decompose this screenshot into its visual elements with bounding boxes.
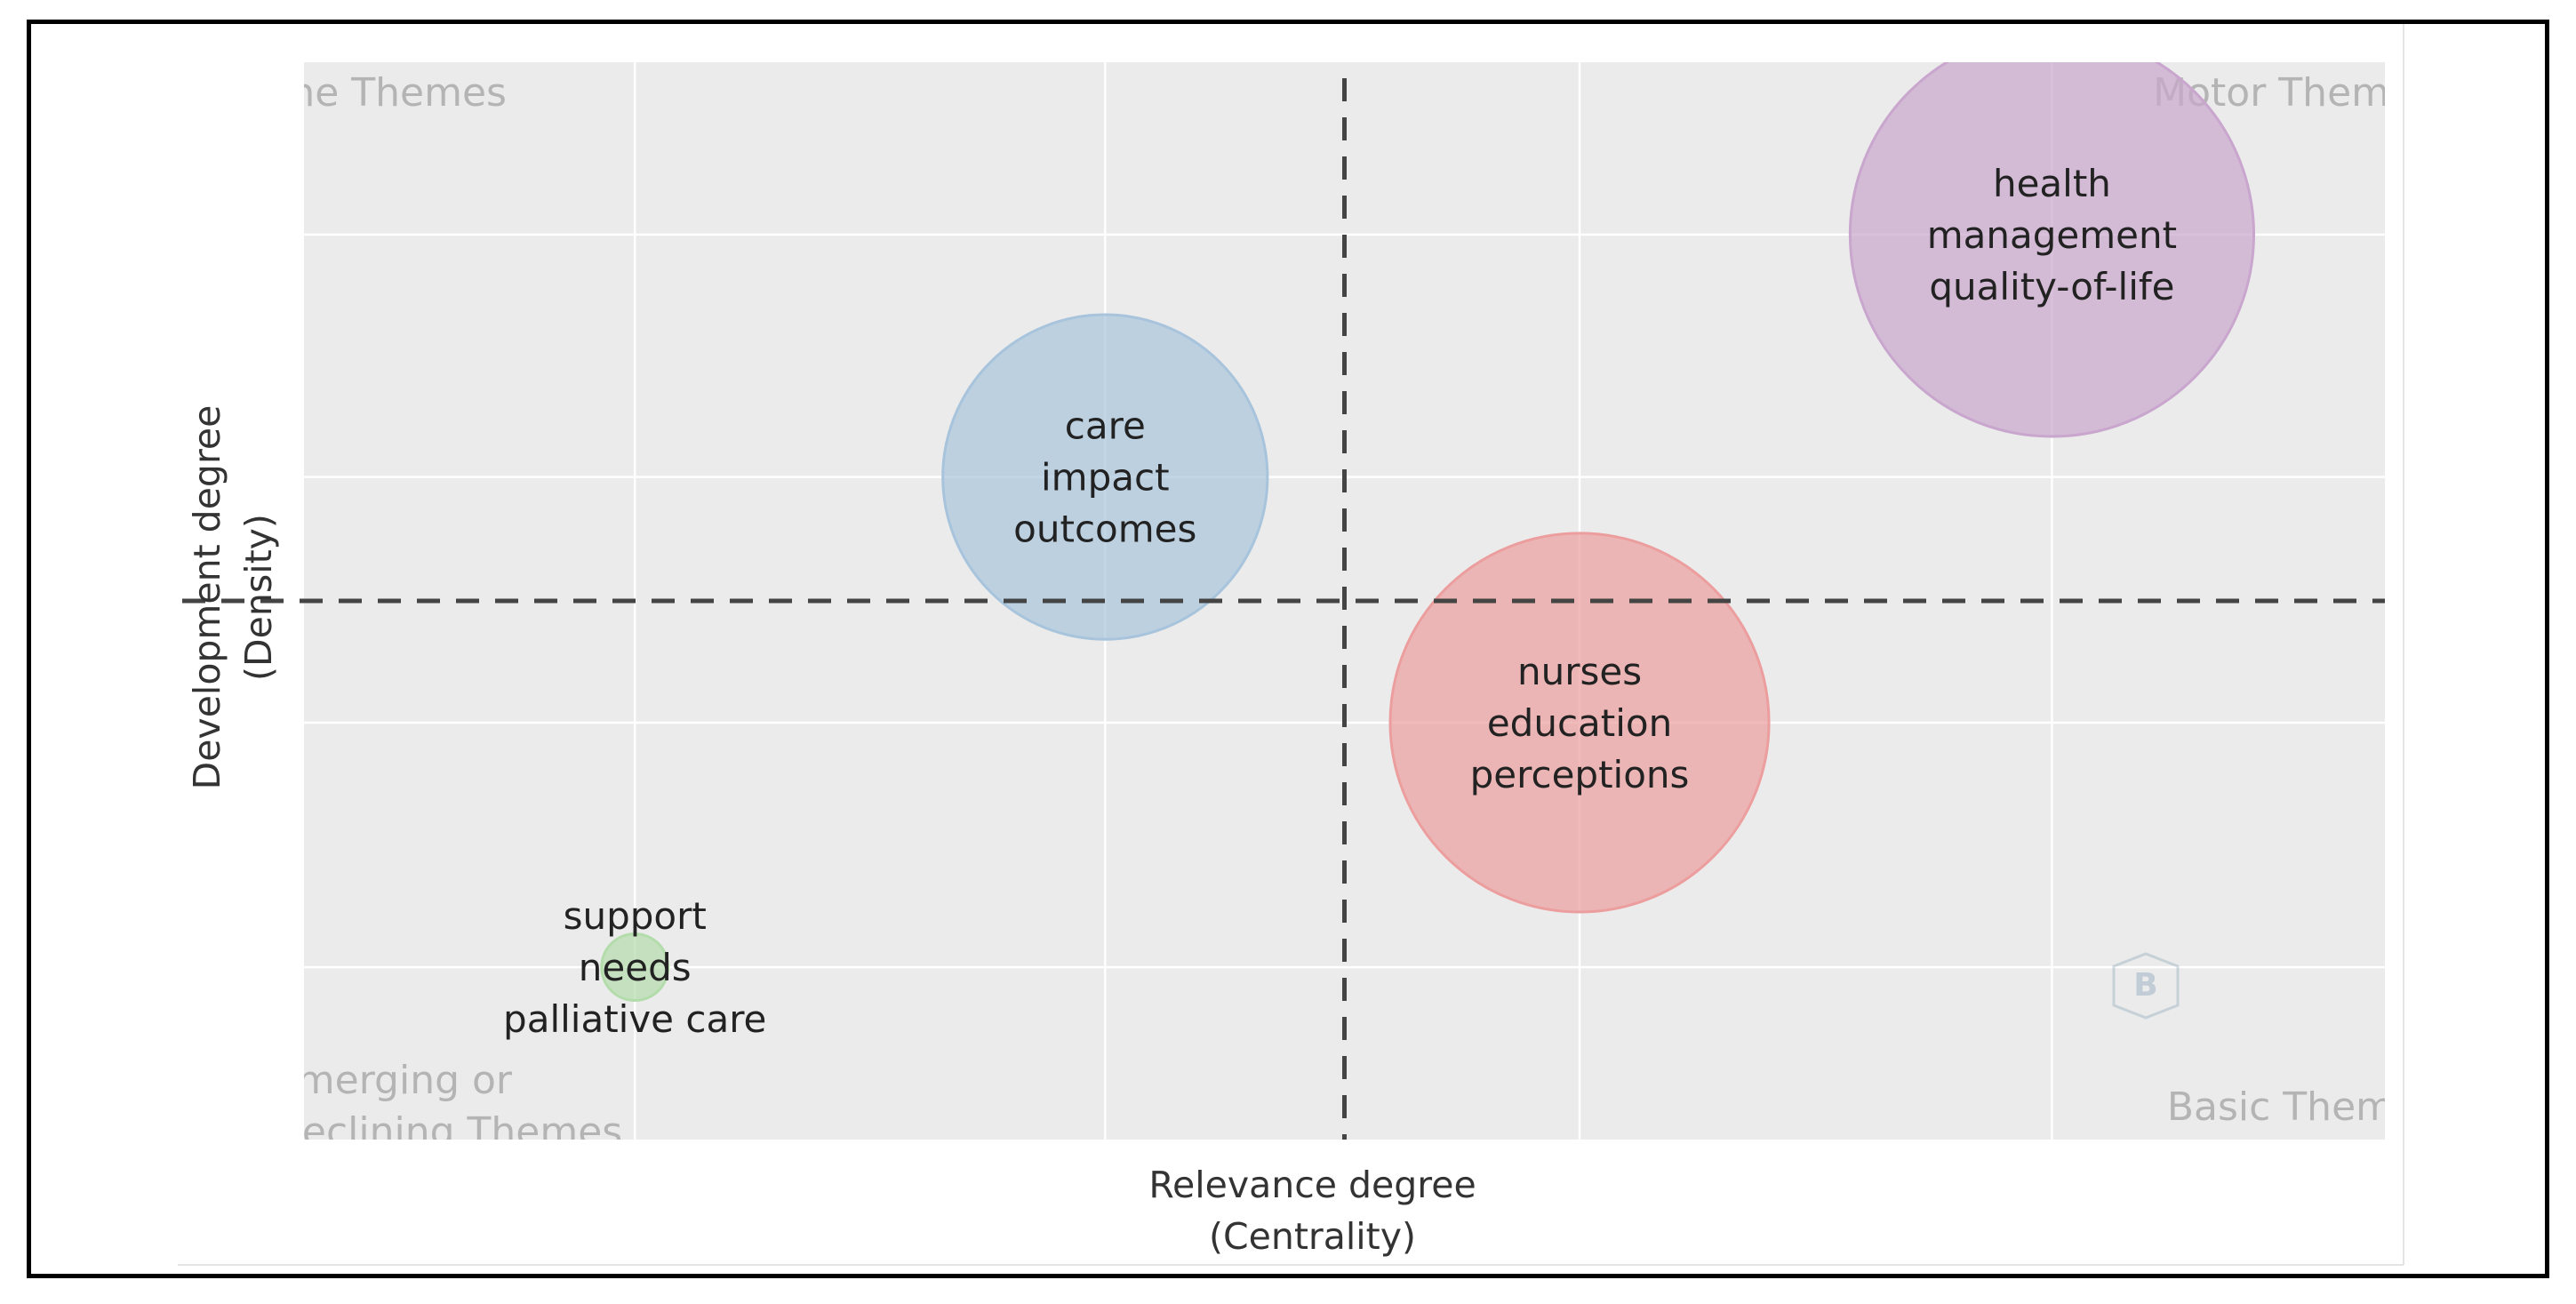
quadrant-label-niche: Niche Themes	[228, 70, 507, 116]
theme-bubble-1	[1848, 62, 2255, 438]
brand-logo-icon: B	[2112, 952, 2180, 1020]
theme-bubble-2	[941, 313, 1269, 641]
x-axis-label: Relevance degree(Centrality)	[1148, 1164, 1476, 1258]
theme-bubbles	[600, 62, 2255, 1003]
reference-lines	[182, 78, 2385, 1140]
y-axis-label: Development degree(Density)	[186, 405, 280, 790]
theme-bubble-3	[1388, 532, 1771, 914]
svg-text:B: B	[2133, 967, 2157, 1004]
theme-bubble-4	[600, 932, 670, 1003]
quadrant-label-basic: Basic Themes	[2167, 1084, 2438, 1130]
